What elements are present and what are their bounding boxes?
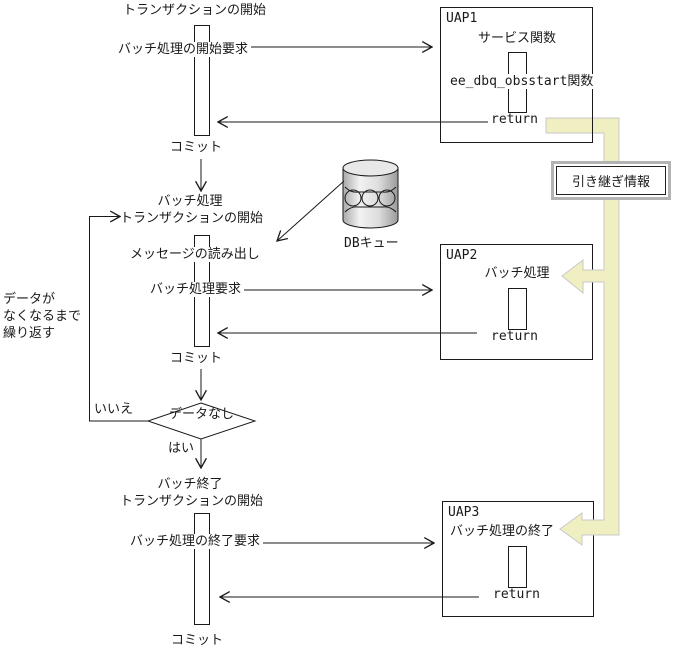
uap2-activation-bar — [508, 288, 527, 330]
handover-info-label: 引き継ぎ情報 — [556, 166, 666, 195]
activation-bar-3 — [194, 513, 210, 625]
label-commit-3: コミット — [171, 633, 224, 648]
db-queue-cylinder — [342, 159, 399, 229]
uap1-return: return — [491, 112, 538, 127]
label-message-read: メッセージの読み出し — [127, 247, 263, 262]
uap1-obsstart-function: ee_dbq_obsstart関数 — [447, 74, 597, 89]
uap3-return: return — [493, 587, 540, 602]
handover-highlight-arrow — [545, 117, 620, 546]
loop-back-line — [89, 217, 148, 422]
uap1-service-function: サービス関数 — [477, 31, 556, 46]
label-batch-start-request: バッチ処理の開始要求 — [115, 42, 252, 57]
uap3-title: UAP3 — [448, 505, 480, 520]
label-decision-no: いいえ — [94, 402, 134, 417]
label-decision: データなし — [168, 407, 234, 422]
uap3-box — [442, 501, 594, 617]
uap2-title: UAP2 — [446, 248, 478, 263]
uap3-process: バッチ処理の終了 — [450, 524, 555, 539]
uap2-return: return — [491, 329, 538, 344]
arrow-dbqueue-to-read — [277, 180, 345, 241]
handover-info-callout: 引き継ぎ情報 — [551, 161, 671, 200]
label-commit-2: コミット — [170, 351, 223, 366]
uap2-process: バッチ処理 — [484, 266, 550, 281]
label-decision-yes: はい — [168, 441, 195, 456]
label-transaction-start: トランザクションの開始 — [123, 3, 267, 18]
label-db-queue: DBキュー — [344, 236, 399, 251]
uap3-activation-bar — [508, 546, 527, 588]
label-batch-end-request: バッチ処理の終了要求 — [127, 534, 264, 549]
uap2-box — [440, 244, 593, 360]
label-batch-end-tx: バッチ終了 トランザクションの開始 — [120, 477, 264, 509]
label-batch-request: バッチ処理要求 — [147, 282, 245, 297]
uap1-title: UAP1 — [446, 11, 478, 26]
label-commit-1: コミット — [170, 140, 223, 155]
label-batch-tx-start: バッチ処理 トランザクションの開始 — [120, 194, 264, 226]
loop-note: データが なくなるまで 繰り返す — [3, 292, 82, 341]
